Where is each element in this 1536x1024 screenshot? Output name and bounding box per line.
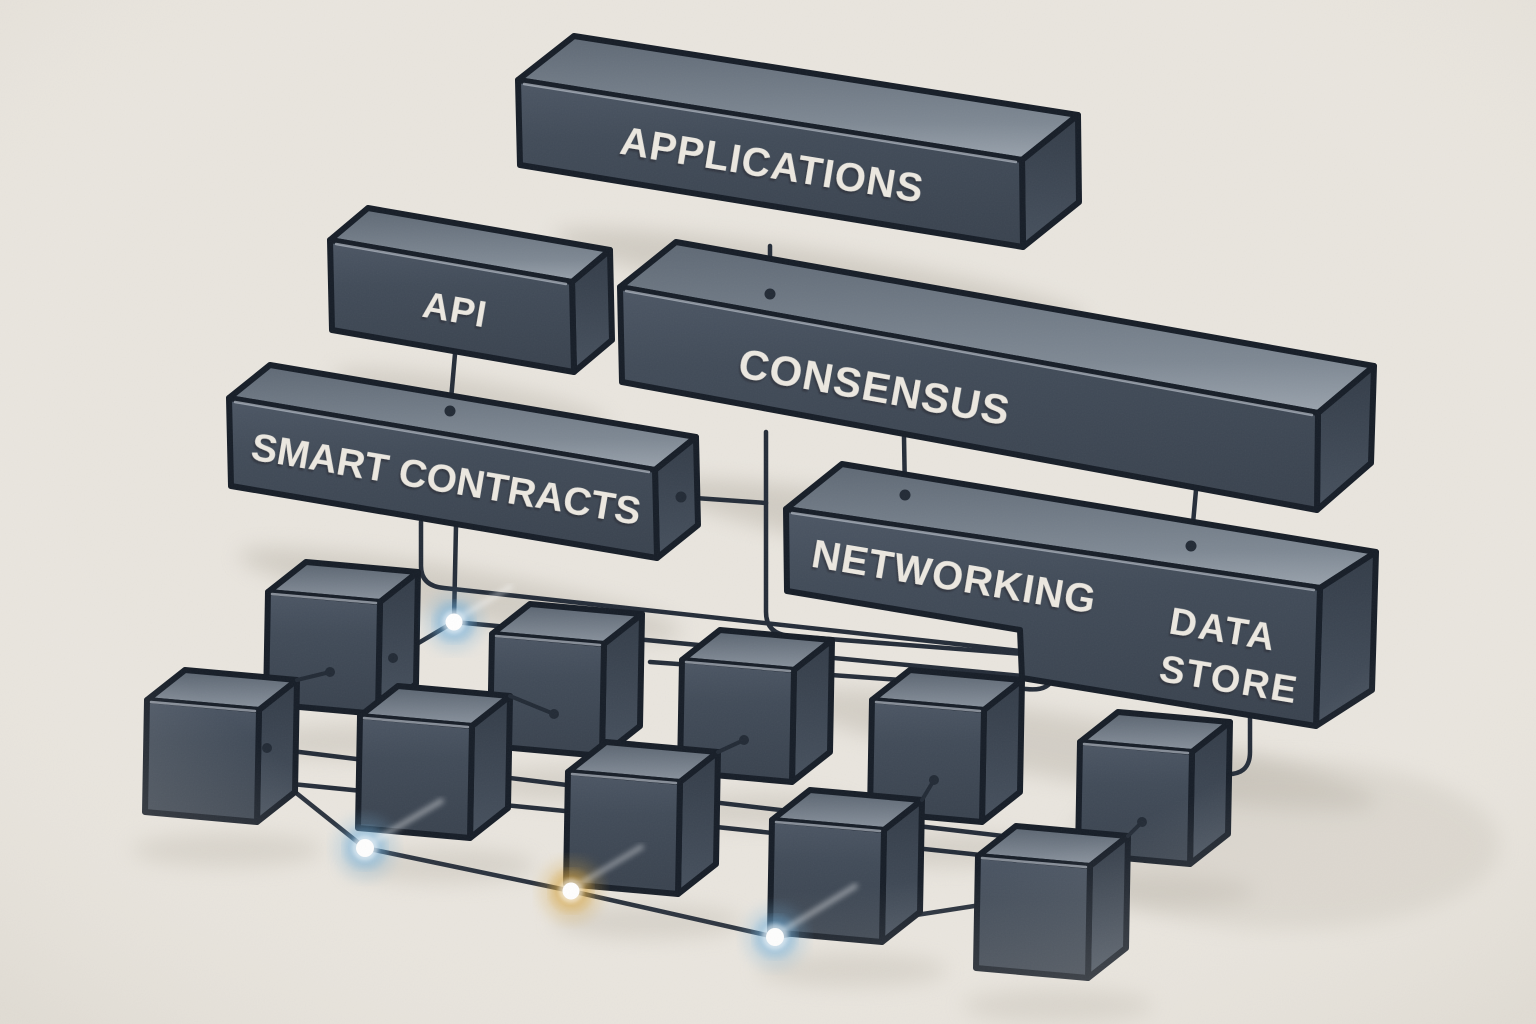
junction-dot — [929, 775, 939, 785]
junction-dot — [262, 743, 272, 753]
junction-dot — [739, 735, 749, 745]
junction-dot — [325, 667, 335, 677]
junction-dot — [1137, 817, 1147, 827]
junction-dot — [675, 491, 687, 503]
block-cube-2 — [487, 601, 645, 759]
cube-front-face — [973, 853, 1093, 981]
block-cube-6 — [355, 683, 513, 841]
cube-front-face — [142, 697, 262, 825]
cube-shadow — [132, 833, 322, 867]
junction-dot — [1185, 540, 1197, 552]
junction-dot — [388, 653, 398, 663]
junction-dot — [764, 288, 776, 300]
block-cube-5 — [142, 667, 300, 825]
junction-dot — [899, 489, 911, 501]
junction-dot — [444, 405, 456, 417]
cube-shadow — [963, 989, 1153, 1023]
junction-dot — [549, 709, 559, 719]
block-cube-10 — [973, 823, 1131, 981]
